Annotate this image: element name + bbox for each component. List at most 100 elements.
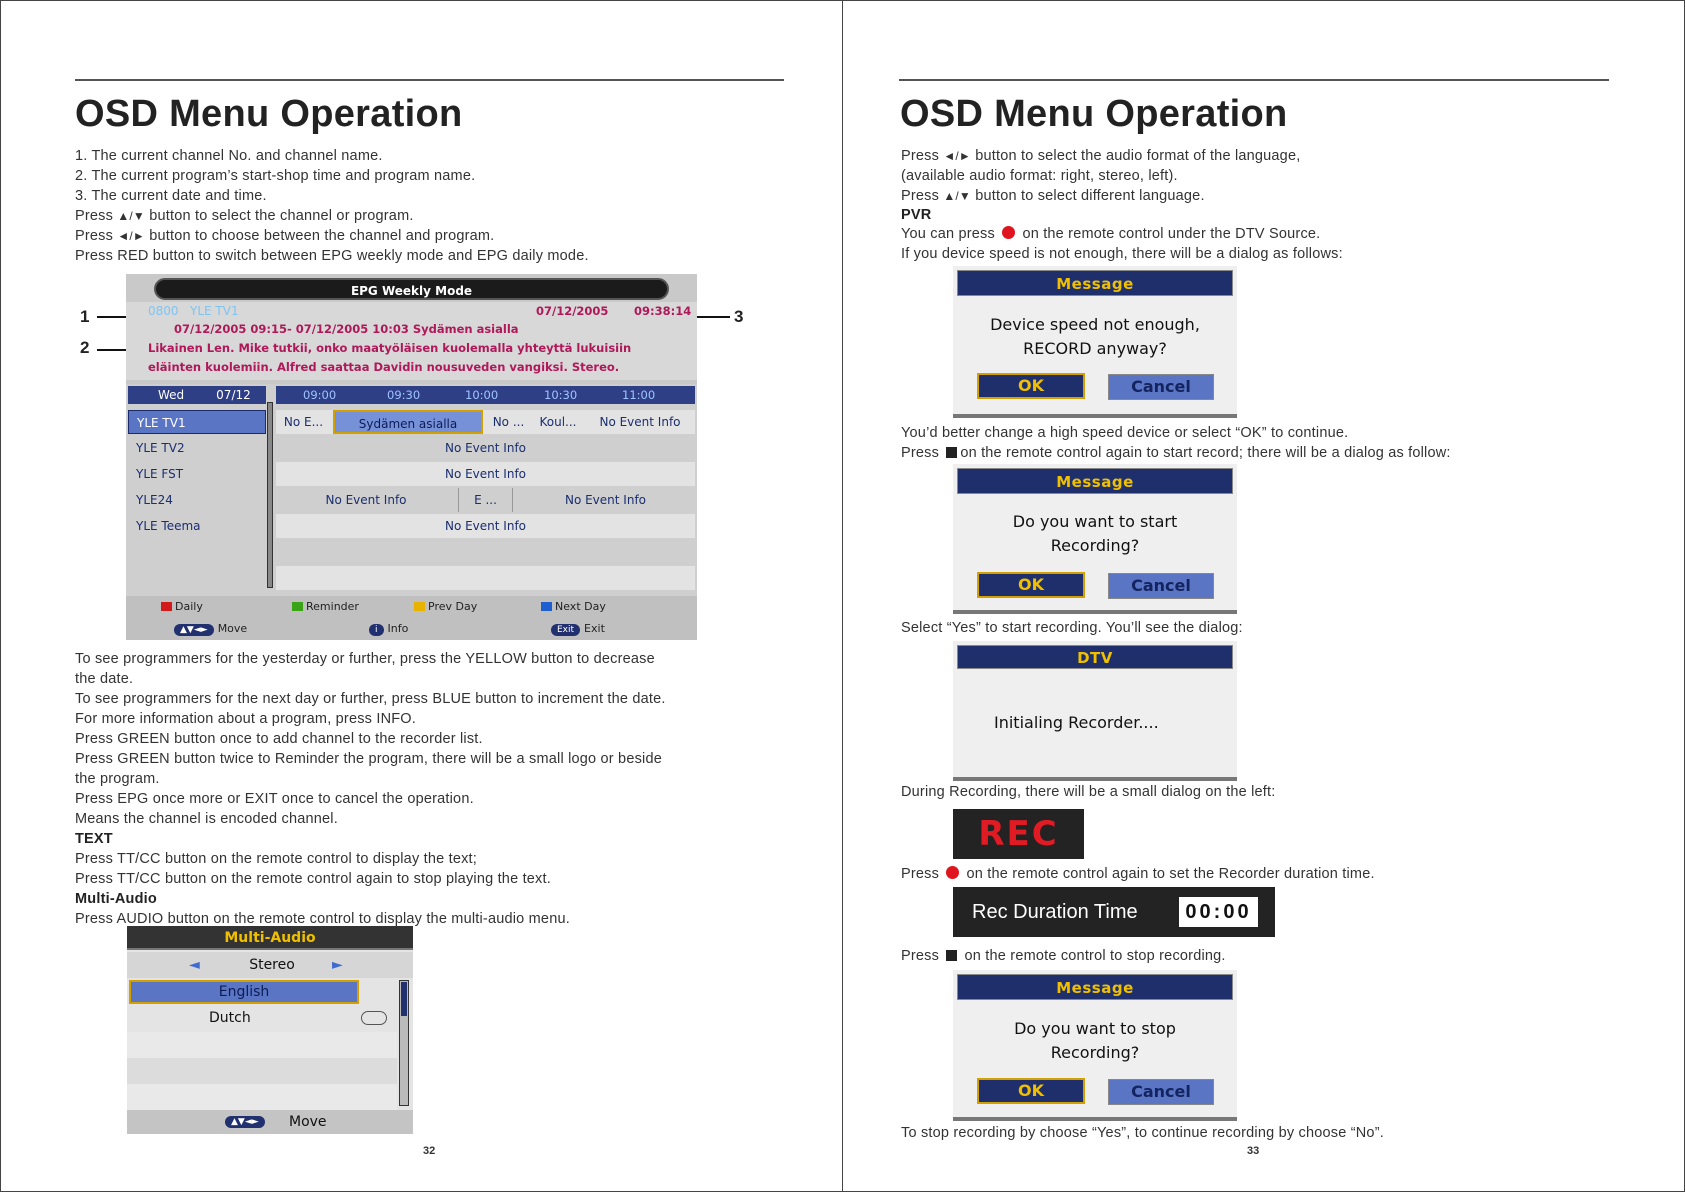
ok-button[interactable]: OK [977,572,1085,598]
legend-prev-day[interactable]: Prev Day [414,600,477,613]
callout-arrow [97,316,141,318]
scrollbar-thumb[interactable] [401,982,407,1016]
ok-button[interactable]: OK [977,1078,1085,1104]
multi-audio-screen: Multi-Audio ◄ Stereo ► English Dutch ▲▼◄… [127,926,413,1134]
text-line: If you device speed is not enough, there… [901,246,1343,262]
text-fragment: button to select the channel or program. [149,208,414,224]
cancel-button[interactable]: Cancel [1108,1079,1214,1105]
language-item-selected[interactable]: English [129,980,359,1004]
text-line: Press on the remote control again to set… [901,864,1375,884]
event-cell[interactable]: No Event Info [444,467,527,481]
text-line: 3. The current date and time. [75,188,267,204]
text-line: You’d better change a high speed device … [901,425,1349,441]
time-slot: 10:30 [544,388,578,402]
list-row-empty [127,1058,397,1084]
word-press: Press [901,188,940,204]
event-cell[interactable]: No Event Info [564,493,647,507]
event-cell[interactable]: Koul... [539,415,577,429]
day-label: Wed [158,388,185,402]
text-line: Press GREEN button once to add channel t… [75,731,483,747]
legend-next-day[interactable]: Next Day [541,600,606,613]
text-line: You can press on the remote control unde… [901,224,1320,244]
up-down-arrow-icon: ▲/▼ [117,209,146,223]
channel-row[interactable]: YLE24 [136,493,173,507]
green-key-icon [292,602,303,611]
rec-duration-input[interactable]: 00:00 [1179,897,1258,927]
event-cell[interactable]: E ... [458,488,513,512]
text-fragment: on the remote control under the DTV Sour… [1022,226,1321,242]
word-press: Press [75,208,114,224]
event-cell[interactable]: No Event Info [444,441,527,455]
chevron-left-icon[interactable]: ◄ [189,957,200,973]
blue-key-icon [541,602,552,611]
page-title: OSD Menu Operation [900,93,1288,135]
text-line: During Recording, there will be a small … [901,784,1276,800]
channel-name: YLE TV1 [190,304,239,318]
section-heading: PVR [901,207,932,223]
language-item[interactable]: Dutch [129,1006,391,1030]
text-fragment: You can press [901,226,995,242]
scrollbar[interactable] [399,980,409,1106]
legend-label: Next Day [555,600,606,613]
legend-label: Prev Day [428,600,478,613]
list-row-empty [127,1032,397,1058]
text-fragment: button to select the audio format of the… [975,148,1301,164]
event-cell[interactable]: No E... [283,415,324,429]
text-line: To see programmers for the next day or f… [75,691,666,707]
time-header: 09:00 09:30 10:00 10:30 11:00 [276,386,695,404]
epg-screen: EPG Weekly Mode 0800 YLE TV1 07/12/2005 … [126,274,697,640]
callout-arrow [97,349,141,351]
channel-row[interactable]: YLE TV1 [128,410,266,434]
text-line: For more information about a program, pr… [75,711,417,727]
cancel-button[interactable]: Cancel [1108,374,1214,400]
event-cell[interactable]: No Event Info [599,415,681,429]
event-row [276,566,695,590]
text-line: Press GREEN button twice to Reminder the… [75,751,662,767]
event-row: No Event Info E ... No Event Info [276,488,695,512]
channel-row[interactable]: YLE Teema [136,519,201,533]
audio-mode-selector[interactable]: ◄ Stereo ► [127,952,413,978]
callout-number: 3 [734,307,744,326]
encoded-channel-icon [361,1011,387,1025]
left-right-arrow-icon: ◄/► [943,149,972,163]
channel-row[interactable]: YLE FST [136,467,184,481]
chevron-right-icon[interactable]: ► [332,957,343,973]
event-cell-selected[interactable]: Sydämen asialla [333,410,483,434]
arrow-keys-icon: ▲▼◄► [174,624,214,636]
text-line: (available audio format: right, stereo, … [901,168,1178,184]
text-line: Press AUDIO button on the remote control… [75,911,570,927]
legend-reminder[interactable]: Reminder [292,600,359,613]
dialog-header: Message [957,974,1233,1000]
legend-daily[interactable]: Daily [161,600,203,613]
event-cell[interactable]: No ... [492,415,525,429]
rec-indicator: REC [953,809,1084,859]
info-icon: i [369,624,384,636]
epg-legend: Daily Reminder Prev Day Next Day ▲▼◄►Mov… [126,596,697,640]
stop-button-icon [946,447,958,458]
text-fragment: button to choose between the channel and… [149,228,495,244]
callout-arrow [688,316,730,318]
dialog-message: Recording? [1050,536,1140,555]
event-cell[interactable]: No Event Info [444,519,527,533]
text-line: Press RED button to switch between EPG w… [75,248,589,264]
header-rule [899,79,1609,81]
header-rule [75,79,784,81]
channel-row[interactable]: YLE TV2 [136,441,185,455]
scrollbar[interactable] [267,402,273,588]
event-cell[interactable]: No Event Info [325,493,407,507]
text-line: Press TT/CC button on the remote control… [75,871,551,887]
dialog-header: DTV [957,645,1233,669]
yellow-key-icon [414,602,425,611]
ok-button[interactable]: OK [977,373,1085,399]
text-fragment: on the remote control again to start rec… [960,445,1451,461]
dialog-message: Device speed not enough, [990,315,1200,334]
right-page: OSD Menu Operation Press ◄/► button to s… [842,0,1685,1192]
text-line: Press on the remote control to stop reco… [901,946,1226,966]
text-line: Means the channel is encoded channel. [75,811,338,827]
audio-mode-value: Stereo [249,957,295,973]
word-press: Press [901,445,940,461]
cancel-button[interactable]: Cancel [1108,573,1214,599]
